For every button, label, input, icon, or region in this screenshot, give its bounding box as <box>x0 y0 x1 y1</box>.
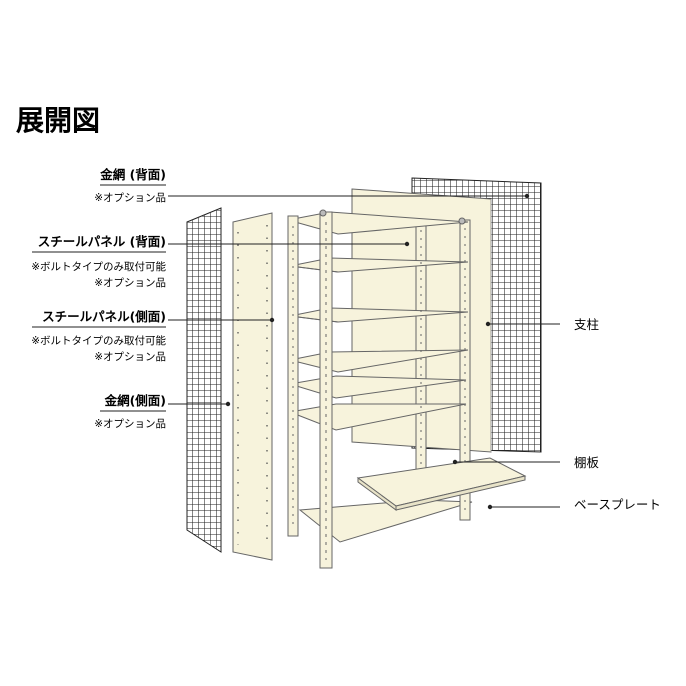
page-title: 展開図 <box>16 104 100 137</box>
callout-label: スチールパネル(側面) <box>42 309 166 324</box>
callout-note: ※オプション品 <box>94 351 166 363</box>
callout-note: ※ボルトタイプのみ取付可能 <box>31 260 166 273</box>
callout-steel-back: スチールパネル (背面) ※ボルトタイプのみ取付可能 ※オプション品 <box>31 234 166 289</box>
callout-label: 支柱 <box>574 317 599 332</box>
callout-note: ※オプション品 <box>94 192 166 204</box>
callout-note: ※オプション品 <box>94 277 166 289</box>
callout-note: ※ボルトタイプのみ取付可能 <box>31 334 166 347</box>
callout-post: 支柱 <box>574 317 599 332</box>
callout-steel-side: スチールパネル(側面) ※ボルトタイプのみ取付可能 ※オプション品 <box>31 309 166 363</box>
callout-wire-back: 金網 (背面) ※オプション品 <box>94 167 166 204</box>
callout-label: スチールパネル (背面) <box>38 234 166 249</box>
callout-base: ベースプレート <box>574 497 661 512</box>
callout-label: 金網(側面) <box>104 393 166 408</box>
callout-note: ※オプション品 <box>94 418 166 430</box>
front-posts <box>287 209 466 569</box>
callout-label: ベースプレート <box>574 497 661 512</box>
callout-label: 棚板 <box>574 455 600 470</box>
loose-shelf <box>356 457 527 511</box>
callout-wire-side: 金網(側面) ※オプション品 <box>94 393 166 430</box>
side-wire-mesh-panel <box>186 207 222 553</box>
callout-label: 金網 (背面) <box>99 167 166 182</box>
leader-lines <box>168 193 560 510</box>
side-steel-panel <box>232 212 273 561</box>
callout-shelf: 棚板 <box>574 455 600 470</box>
